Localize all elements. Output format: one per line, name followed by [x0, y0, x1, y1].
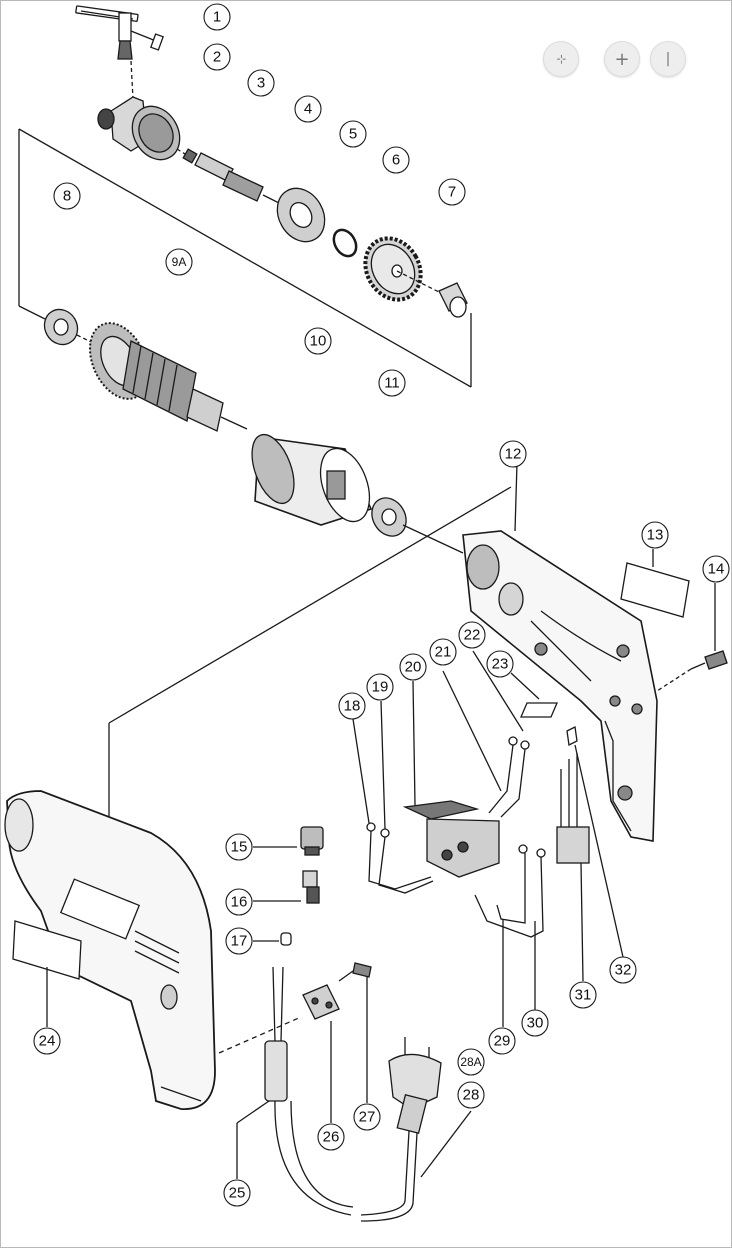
stator-10 — [251, 433, 373, 526]
cord-armor-25 — [264, 966, 354, 1216]
spindle-part — [182, 148, 280, 204]
callout-24: 24 — [39, 1033, 56, 1050]
ball-bearing-8 — [43, 308, 79, 346]
retaining-ring-5 — [332, 228, 358, 258]
name-plate-24 — [12, 920, 82, 980]
callout-11: 11 — [384, 375, 400, 392]
callout-22: 22 — [464, 627, 481, 644]
callout-20: 20 — [405, 659, 422, 676]
chuck-part — [97, 96, 181, 161]
fit-screen-icon: ⊹ — [556, 52, 566, 66]
callout-26: 26 — [323, 1129, 340, 1146]
chuck-key-part — [75, 5, 164, 60]
cord-clamp-26 — [302, 984, 340, 1020]
sleeve-bearing-7 — [438, 282, 468, 318]
armature-9a — [88, 322, 248, 432]
plug-cord-28 — [360, 1037, 442, 1222]
tapping-screw-27 — [338, 962, 372, 982]
name-plate-13 — [620, 562, 690, 618]
lock-button-15 — [300, 826, 324, 856]
housing-left-half — [4, 790, 216, 1110]
callout-23: 23 — [492, 656, 509, 673]
plus-icon: + — [614, 48, 630, 70]
lead-wires-18-19 — [366, 822, 434, 894]
spring-16 — [302, 870, 320, 904]
callout-2: 2 — [213, 49, 221, 66]
pin-17 — [280, 932, 292, 946]
callout-1: 1 — [213, 9, 221, 26]
callout-18: 18 — [344, 698, 361, 715]
callout-9a: 9A — [172, 255, 187, 269]
callout-32: 32 — [615, 962, 632, 979]
housing-right-half-12 — [462, 530, 658, 842]
callout-19: 19 — [372, 679, 389, 696]
ball-bearing-11 — [371, 497, 407, 537]
callout-31: 31 — [575, 987, 592, 1004]
callout-27: 27 — [359, 1109, 376, 1126]
callout-17: 17 — [231, 933, 248, 950]
insulation-sheet-23 — [520, 702, 558, 718]
fit-screen-button[interactable]: ⊹ — [543, 41, 579, 77]
callout-14: 14 — [708, 561, 725, 578]
minus-icon: | — [665, 51, 671, 67]
callout-13: 13 — [647, 527, 664, 544]
callout-7: 7 — [448, 184, 456, 201]
lead-wires-21-22 — [488, 736, 530, 818]
callout-15: 15 — [231, 839, 248, 856]
callout-8: 8 — [63, 188, 71, 205]
callout-12: 12 — [505, 446, 522, 463]
callout-3: 3 — [257, 75, 265, 92]
zoom-in-button[interactable]: + — [604, 41, 640, 77]
callout-4: 4 — [304, 101, 312, 118]
callout-6: 6 — [392, 152, 400, 169]
callout-30: 30 — [527, 1015, 544, 1032]
callout-28: 28 — [463, 1087, 480, 1104]
switch-20 — [402, 800, 500, 878]
terminal-32 — [566, 726, 578, 746]
callout-28a: 28A — [460, 1055, 481, 1069]
ball-bearing-4 — [276, 187, 326, 243]
callout-5: 5 — [349, 126, 357, 143]
tapping-screw-14 — [690, 650, 728, 670]
callout-21: 21 — [435, 644, 452, 661]
noise-suppressor-31 — [556, 753, 590, 864]
gear-6 — [363, 236, 423, 302]
callout-10: 10 — [310, 333, 327, 350]
part-callouts: 1 2 3 4 5 6 7 8 9A 10 11 12 13 14 15 16 … — [33, 3, 730, 1207]
zoom-out-button[interactable]: | — [650, 41, 686, 77]
callout-16: 16 — [231, 894, 248, 911]
callout-29: 29 — [494, 1033, 511, 1050]
callout-25: 25 — [229, 1185, 246, 1202]
lead-wires-29-30 — [474, 844, 546, 938]
